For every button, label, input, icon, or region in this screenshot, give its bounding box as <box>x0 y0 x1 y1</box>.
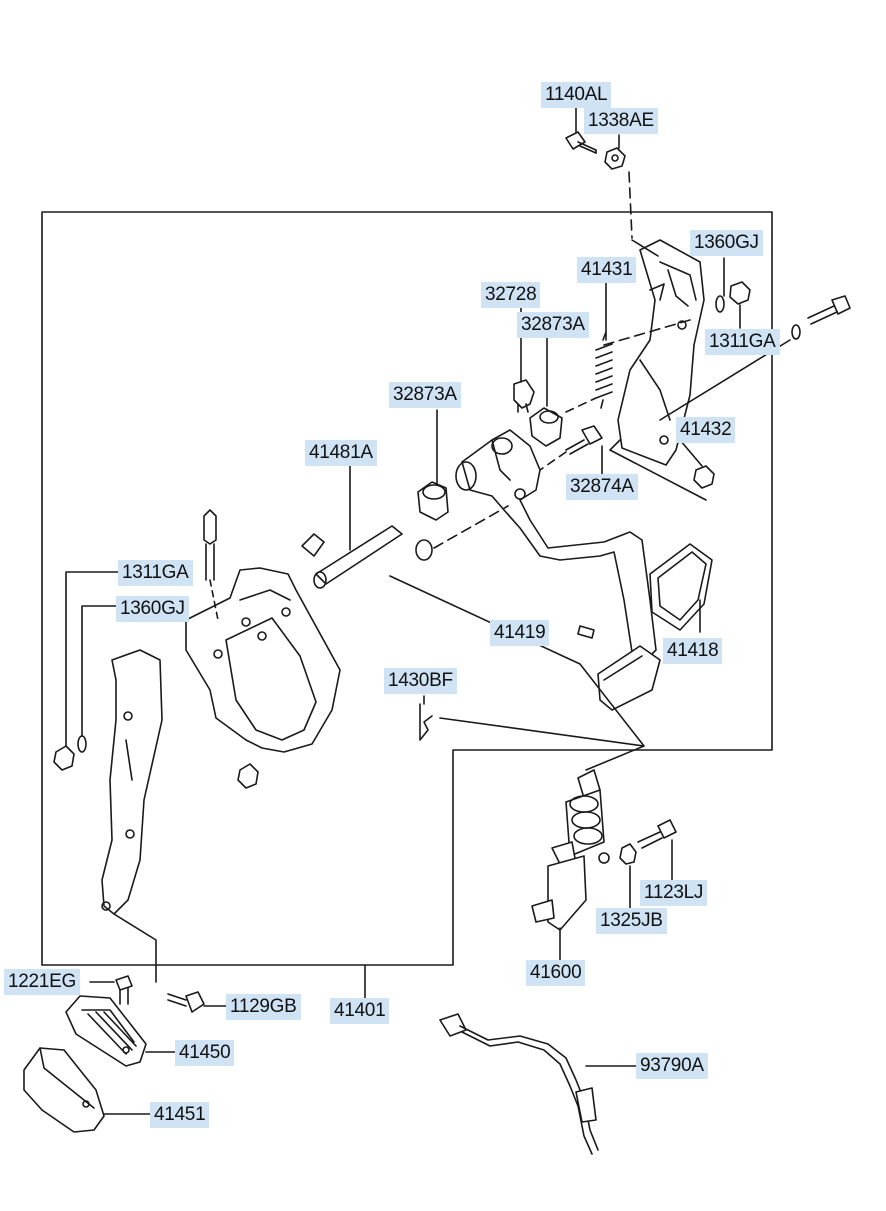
clip-line <box>439 717 645 771</box>
dash-32873A <box>565 397 597 413</box>
clip-1430BF <box>419 703 433 741</box>
part-label-41451[interactable]: 41451 <box>150 1102 210 1128</box>
nut-1338AE <box>604 147 626 170</box>
bracket-41450 <box>65 995 147 1067</box>
part-label-41419[interactable]: 41419 <box>490 620 550 646</box>
bolt-right <box>791 295 851 340</box>
part-label-32873A-mid[interactable]: 32873A <box>389 382 461 408</box>
nut-1311GA-right <box>729 281 751 305</box>
part-label-1360GJ-top[interactable]: 1360GJ <box>690 230 763 256</box>
pin-41419 <box>577 625 595 639</box>
pedal-bracket-body <box>185 567 341 753</box>
pad-cover-41418 <box>649 543 713 631</box>
dash-bolt <box>539 451 567 471</box>
bracket-lower-lines <box>609 439 707 501</box>
part-label-41450[interactable]: 41450 <box>175 1040 235 1066</box>
bracket-top-leader <box>631 239 659 257</box>
bolt-32874A <box>565 425 603 455</box>
pedal-pad <box>597 645 661 711</box>
part-label-41432[interactable]: 41432 <box>676 417 736 443</box>
nut-1311GA-left <box>53 745 75 771</box>
leader-1129GB <box>113 913 157 983</box>
bolt-1129GB <box>167 991 205 1013</box>
bolt-1123LJ <box>637 819 677 849</box>
switch-stem <box>203 509 219 621</box>
side-bracket-left <box>101 649 163 915</box>
leader-41432 <box>679 439 703 467</box>
part-label-1123LJ[interactable]: 1123LJ <box>640 880 708 906</box>
part-label-1430BF[interactable]: 1430BF <box>384 668 457 694</box>
bracket-dash <box>603 319 691 346</box>
nut-1325JB <box>619 843 637 865</box>
part-label-93790A[interactable]: 93790A <box>636 1053 708 1079</box>
part-label-1311GA-left[interactable]: 1311GA <box>118 560 193 586</box>
bushing-32873A-top <box>529 407 563 447</box>
part-label-1221EG[interactable]: 1221EG <box>4 969 80 995</box>
part-label-41431[interactable]: 41431 <box>577 257 637 283</box>
part-label-32728[interactable]: 32728 <box>481 282 541 308</box>
bushing-32873A-mid <box>417 481 449 521</box>
part-label-1311GA-right[interactable]: 1311GA <box>705 329 780 355</box>
washer-mid <box>415 539 433 561</box>
part-label-1360GJ-left[interactable]: 1360GJ <box>116 596 189 622</box>
part-label-1129GB[interactable]: 1129GB <box>226 994 301 1020</box>
part-label-41481A[interactable]: 41481A <box>305 440 377 466</box>
master-cylinder-41600 <box>531 769 610 931</box>
leader-1360GJ-left <box>81 605 119 737</box>
part-label-1140AL[interactable]: 1140AL <box>541 82 612 108</box>
washer-1360GJ-left <box>77 735 87 753</box>
nut-41432 <box>693 465 715 489</box>
pivot-pin-41481A <box>313 525 403 589</box>
nut-bracket-lower <box>237 763 259 789</box>
bolt-pivot <box>301 533 325 557</box>
bushing-32728 <box>513 379 535 413</box>
part-label-41600[interactable]: 41600 <box>526 960 586 986</box>
part-label-41401[interactable]: 41401 <box>330 998 390 1024</box>
washer-1360GJ-top <box>715 295 725 313</box>
cover-41451 <box>23 1047 105 1133</box>
part-label-1338AE[interactable]: 1338AE <box>584 108 658 134</box>
bolt-1221EG <box>115 975 133 1005</box>
part-label-32873A-top[interactable]: 32873A <box>517 312 589 338</box>
assembly-frame <box>41 211 773 966</box>
alignment-line-top <box>628 171 633 239</box>
pivot-line <box>389 575 645 747</box>
leader-1311GA-left <box>65 571 119 747</box>
part-label-41418[interactable]: 41418 <box>663 638 723 664</box>
pivot-dash <box>433 505 509 549</box>
wire-harness-93790A <box>439 1013 599 1155</box>
bolt-1140AL <box>565 131 597 154</box>
bracket-41432 <box>617 239 705 466</box>
part-label-1325JB[interactable]: 1325JB <box>596 908 667 934</box>
part-label-32874A[interactable]: 32874A <box>566 474 638 500</box>
clutch-pedal-arm <box>455 429 657 661</box>
